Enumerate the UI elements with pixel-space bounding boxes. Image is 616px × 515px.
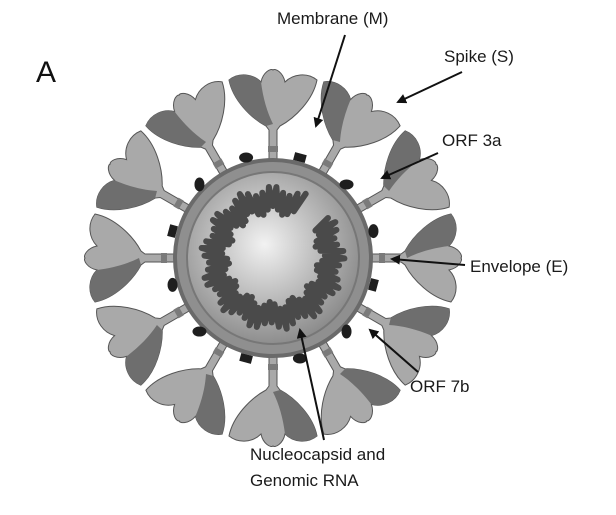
spike-protein [349, 130, 450, 217]
membrane-arrow [313, 34, 346, 128]
nucleocapsid-rna [198, 184, 348, 332]
spike-protein [96, 299, 197, 386]
spike-arrow [396, 71, 463, 104]
nucleocapsid-arrow [296, 328, 325, 441]
membrane-protein [368, 224, 379, 239]
spike-protein [145, 81, 232, 182]
orf3a-label: ORF 3a [442, 131, 502, 150]
orf3a-arrow [380, 152, 439, 180]
membrane-protein [368, 278, 379, 292]
spike-protein [228, 349, 318, 447]
envelope-arrow [390, 254, 466, 266]
envelope-label: Envelope (E) [470, 257, 568, 276]
spike-protein [314, 334, 401, 435]
spike-protein [145, 334, 232, 435]
spike-protein [349, 299, 450, 386]
spike-label: Spike (S) [444, 47, 514, 66]
spike-protein [364, 213, 462, 303]
membrane-protein [239, 152, 254, 163]
membrane-protein [167, 224, 178, 238]
spike-protein [96, 130, 197, 217]
nucleocapsid-label-line1: Nucleocapsid and [250, 445, 385, 464]
spike-proteins [84, 69, 462, 447]
membrane-protein [192, 326, 207, 337]
membrane-protein [341, 324, 352, 339]
panel-label: A [36, 56, 56, 89]
membrane-proteins [167, 152, 379, 364]
membrane-protein [292, 353, 307, 364]
membrane-protein [167, 277, 178, 292]
orf7b-arrow [368, 328, 419, 373]
membrane-protein [239, 353, 253, 364]
spike-protein [314, 81, 401, 182]
spike-protein [84, 213, 182, 303]
spike-protein [228, 69, 318, 167]
membrane-protein [339, 179, 354, 190]
membrane-label: Membrane (M) [277, 9, 388, 28]
membrane-protein [293, 152, 307, 163]
membrane-protein [194, 177, 205, 192]
orf7b-label: ORF 7b [410, 377, 470, 396]
nucleocapsid-label-line2: Genomic RNA [250, 471, 359, 490]
